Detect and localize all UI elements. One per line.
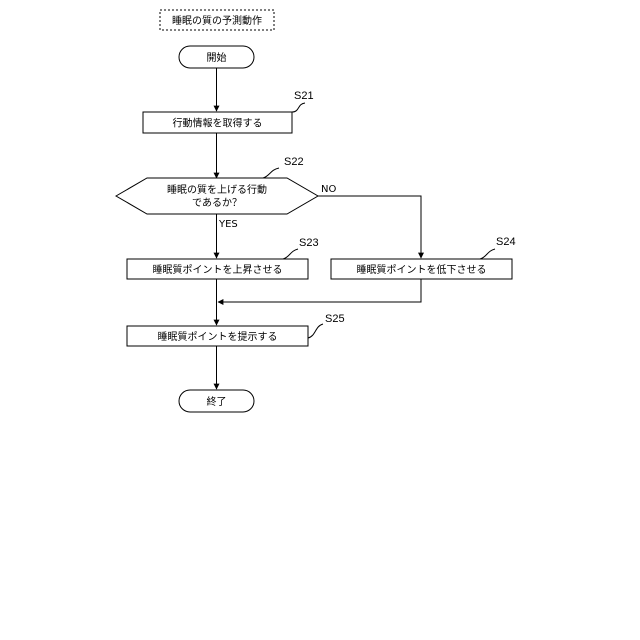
s24-label: 睡眠質ポイントを低下させる xyxy=(357,263,487,276)
s21-step: S21 xyxy=(294,90,314,102)
end-terminator: 終了 xyxy=(179,390,254,412)
s25-label: 睡眠質ポイントを提示する xyxy=(158,330,278,343)
start-label: 開始 xyxy=(207,51,227,64)
s25-leader xyxy=(308,324,323,338)
s23-label: 睡眠質ポイントを上昇させる xyxy=(153,263,283,276)
s22-leader xyxy=(263,168,279,178)
s24-leader xyxy=(480,249,495,259)
start-terminator: 開始 xyxy=(179,46,254,68)
decision-s22: 睡眠の質を上げる行動 であるか？ xyxy=(116,178,318,214)
s25-step: S25 xyxy=(325,313,345,325)
s21-leader xyxy=(292,103,305,112)
process-s24: 睡眠質ポイントを低下させる xyxy=(331,259,512,279)
arrow-no-s24 xyxy=(318,196,421,258)
s23-leader xyxy=(283,249,298,259)
process-s23: 睡眠質ポイントを上昇させる xyxy=(127,259,308,279)
process-s25: 睡眠質ポイントを提示する xyxy=(127,326,308,346)
process-s21: 行動情報を取得する xyxy=(143,112,292,133)
title-box: 睡眠の質の予測動作 xyxy=(160,10,274,30)
s22-line2: であるか？ xyxy=(192,197,242,209)
diagram-title: 睡眠の質の予測動作 xyxy=(172,14,262,27)
end-label: 終了 xyxy=(207,395,227,408)
s21-label: 行動情報を取得する xyxy=(173,117,263,130)
yes-label: YES xyxy=(218,219,238,230)
s24-step: S24 xyxy=(496,236,516,248)
no-label: NO xyxy=(321,184,336,195)
s23-step: S23 xyxy=(299,237,319,249)
s22-line1: 睡眠の質を上げる行動 xyxy=(167,183,267,196)
arrow-s24-merge xyxy=(218,279,421,302)
s22-step: S22 xyxy=(284,156,304,168)
